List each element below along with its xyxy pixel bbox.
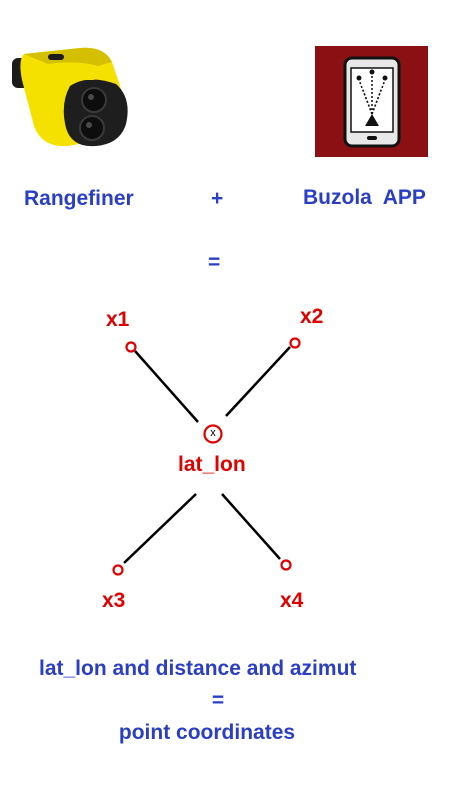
- connector-line-x4: [221, 493, 281, 560]
- plus-sign: +: [211, 187, 224, 210]
- rangefinder-device-icon: [12, 47, 128, 147]
- connector-line-x3: [123, 493, 197, 564]
- point-marker-x4: [280, 559, 292, 571]
- compass-app-icon: [315, 46, 428, 157]
- center-point-symbol: x: [210, 427, 216, 439]
- formula-line: lat_lon and distance and azimut: [39, 657, 357, 680]
- center-label: lat_lon: [178, 453, 246, 476]
- result-line: point coordinates: [118, 721, 296, 744]
- center-point-marker: [203, 424, 223, 444]
- equals-sign-top: =: [208, 251, 221, 274]
- point-marker-x1: [125, 341, 137, 353]
- point-label-x3: x3: [102, 589, 126, 612]
- app-label: Buzola APP: [303, 186, 426, 209]
- point-label-x1: x1: [106, 308, 130, 331]
- connector-line-x1: [134, 350, 199, 423]
- connector-line-x2: [225, 346, 291, 417]
- point-marker-x3: [112, 564, 124, 576]
- point-marker-x2: [289, 337, 301, 349]
- point-label-x2: x2: [300, 305, 324, 328]
- rangefinder-label: Rangefiner: [24, 187, 134, 210]
- point-label-x4: x4: [280, 589, 304, 612]
- equals-sign-bottom: =: [211, 689, 225, 712]
